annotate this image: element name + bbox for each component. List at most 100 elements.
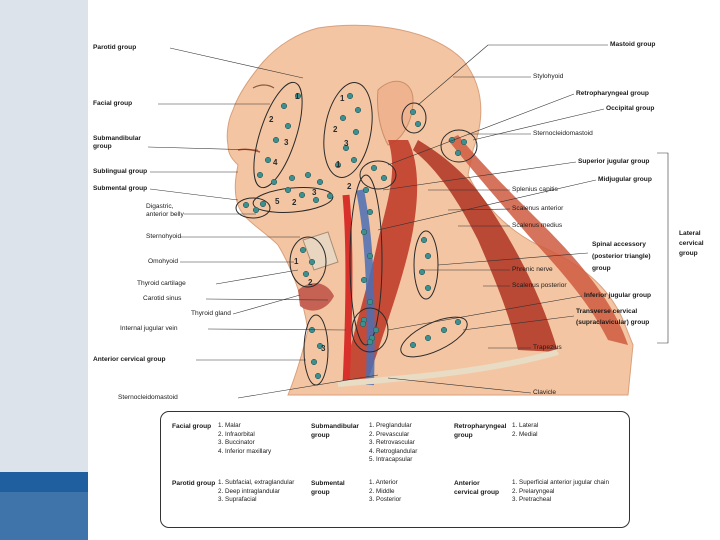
lymph-node — [253, 207, 259, 213]
facial-number-4: 4 — [273, 158, 277, 167]
sidebar-lower-band — [0, 492, 88, 540]
legend-parotid-list: 1. Subfacial, extraglandular 2. Deep int… — [218, 479, 294, 505]
lymph-node — [415, 121, 421, 127]
lymph-node — [299, 192, 305, 198]
lymph-node — [361, 277, 367, 283]
lymph-node — [455, 150, 461, 156]
label-spinal-accessory-2: (posterior triangle) — [592, 253, 651, 261]
submandibular-number-2: 2 — [347, 182, 351, 191]
lymph-node — [367, 253, 373, 259]
legend-submental-item: 3. Posterior — [369, 496, 401, 505]
lymph-node — [243, 202, 249, 208]
legend-retropharyngeal-item: 2. Medial — [512, 431, 538, 440]
parotid-number-3: 3 — [344, 139, 348, 148]
legend-anterior-head: Anterior — [454, 479, 480, 488]
lymph-node — [367, 339, 373, 345]
lymph-node — [300, 247, 306, 253]
label-submandibular-group-2: group — [93, 143, 112, 151]
facial-number-2: 2 — [269, 115, 273, 124]
lymph-node — [410, 109, 416, 115]
anterior-number-1: 1 — [294, 257, 298, 266]
legend-anterior-item: 3. Pretracheal — [512, 496, 609, 505]
submandibular-number-1: 1 — [336, 160, 340, 169]
legend-submandibular-item: 5. Intracapsular — [369, 456, 417, 465]
label-parotid-group: Parotid group — [93, 44, 136, 52]
submandibular-number-3: 3 — [312, 188, 316, 197]
label-sublingual-group: Sublingual group — [93, 168, 147, 176]
lymph-node — [327, 193, 333, 199]
legend-facial-head: Facial group — [172, 422, 211, 431]
label-mastoid-group: Mastoid group — [610, 41, 655, 49]
lymph-node — [260, 201, 266, 207]
submental-number-5: 5 — [275, 197, 279, 206]
sidebar-accent-band — [0, 472, 88, 492]
submental-number-2: 2 — [292, 198, 296, 207]
label-spinal-accessory-3: group — [592, 265, 611, 273]
legend-submental-item: 2. Middle — [369, 488, 401, 497]
facial-number-3: 3 — [284, 138, 288, 147]
label-retropharyngeal-group: Retropharyngeal group — [576, 90, 649, 98]
label-splenius-capitis: Splenius capitis — [512, 186, 558, 194]
lymph-node — [461, 139, 467, 145]
lymph-node — [367, 209, 373, 215]
legend-retropharyngeal-list: 1. Lateral 2. Medial — [512, 422, 538, 439]
label-scalenus-posterior: Scalenus posterior — [512, 282, 567, 290]
label-lateral-cervical-3: group — [679, 250, 698, 258]
legend-submental-list: 1. Anterior 2. Middle 3. Posterior — [369, 479, 401, 505]
lymph-node — [313, 197, 319, 203]
slide-sidebar — [0, 0, 88, 540]
label-occipital-group: Occipital group — [606, 105, 654, 113]
lymph-node — [265, 157, 271, 163]
lymph-node — [285, 187, 291, 193]
label-thyroid-gland: Thyroid gland — [191, 310, 231, 318]
label-superior-jugular-group: Superior jugular group — [578, 158, 649, 166]
legend-anterior-item: 1. Superficial anterior jugular chain — [512, 479, 609, 488]
lymph-node — [410, 342, 416, 348]
lymph-node-figure: Parotid group Facial group Submandibular… — [88, 0, 720, 540]
lymph-node — [315, 373, 321, 379]
lymph-node — [373, 327, 379, 333]
legend-parotid-item: 3. Suprafacial — [218, 496, 294, 505]
label-sternocleidomastoid-bottom: Sternocleidomastoid — [118, 394, 178, 402]
label-omohyoid: Omohyoid — [148, 258, 178, 266]
label-submandibular-group: Submandibular — [93, 135, 141, 143]
legend-facial-item: 4. Inferior maxillary — [218, 448, 271, 457]
lymph-node — [305, 172, 311, 178]
label-facial-group: Facial group — [93, 100, 132, 108]
lymph-node — [351, 157, 357, 163]
lymph-node — [303, 271, 309, 277]
lymph-node — [311, 359, 317, 365]
label-inferior-jugular-group: Inferior jugular group — [584, 292, 651, 300]
legend-submandibular-item: 1. Preglandular — [369, 422, 417, 431]
label-clavicle: Clavicle — [533, 389, 556, 397]
legend-submandibular-head-2: group — [311, 431, 330, 440]
lymph-node — [381, 175, 387, 181]
legend-submandibular-item: 2. Prevascular — [369, 431, 417, 440]
legend-parotid-item: 2. Deep intraglandular — [218, 488, 294, 497]
legend-retropharyngeal-item: 1. Lateral — [512, 422, 538, 431]
label-carotid-sinus: Carotid sinus — [143, 295, 181, 303]
lymph-node — [289, 175, 295, 181]
lymph-node — [455, 319, 461, 325]
legend-anterior-list: 1. Superficial anterior jugular chain 2.… — [512, 479, 609, 505]
legend-submental-head: Submental — [311, 479, 345, 488]
label-digastric-2: anterior belly — [146, 211, 184, 219]
legend-facial-item: 3. Buccinator — [218, 439, 271, 448]
legend-facial-item: 2. Infraorbital — [218, 431, 271, 440]
lymph-node — [309, 259, 315, 265]
lymph-node — [360, 321, 366, 327]
carotid-artery — [346, 195, 349, 385]
label-scalenus-anterior: Scalenus anterior — [512, 205, 563, 213]
label-midjugular-group: Midjugular group — [598, 176, 652, 184]
label-stylohyoid: Stylohyoid — [533, 73, 563, 81]
lymph-node — [425, 253, 431, 259]
label-scalenus-medius: Scalenus medius — [512, 222, 562, 230]
legend-submental-item: 1. Anterior — [369, 479, 401, 488]
anterior-number-2: 2 — [308, 278, 312, 287]
legend-anterior-item: 2. Prelaryngeal — [512, 488, 609, 497]
lymph-node — [363, 187, 369, 193]
label-thyroid-cartilage: Thyroid cartilage — [137, 280, 186, 288]
legend-submandibular-item: 3. Retrovascular — [369, 439, 417, 448]
lymph-node — [371, 165, 377, 171]
label-digastric: Digastric, — [146, 203, 173, 211]
